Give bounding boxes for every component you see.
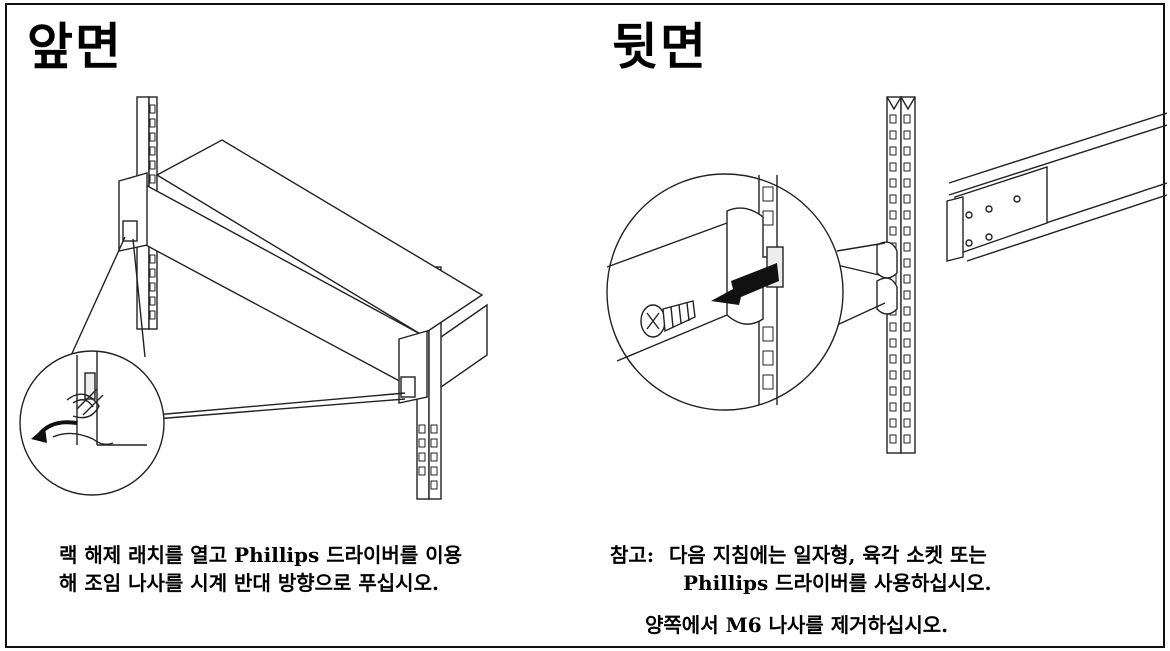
m6-screw — [640, 300, 696, 338]
note-line-2: Phillips 드라이버를 사용하십시오. — [683, 571, 992, 595]
removal-arrow — [711, 263, 779, 305]
front-server-chassis — [118, 139, 488, 404]
rear-slide-rail — [946, 112, 1167, 262]
front-callout-lines — [68, 236, 406, 420]
rear-view-drawing — [606, 95, 1167, 454]
note-line-1: 다음 지침에는 일자형, 육각 소켓 또는 — [669, 543, 987, 567]
note-label: 참고: — [610, 543, 655, 567]
rear-callout-lines — [836, 242, 886, 326]
front-heading: 앞면 — [27, 18, 123, 76]
illustration-frame: 앞면 뒷면 — [5, 3, 1167, 648]
rear-zoom-circle — [606, 173, 844, 411]
rear-heading: 뒷면 — [612, 18, 708, 76]
front-zoom-circle — [19, 350, 165, 496]
front-view-drawing — [19, 96, 488, 500]
front-caption-line-2: 해 조임 나사를 시계 반대 방향으로 푸십시오. — [59, 571, 439, 595]
rack-illustration — [19, 95, 1167, 500]
front-caption-line-1: 랙 해제 래치를 열고 Phillips 드라이버를 이용 — [59, 543, 462, 567]
rear-rack-post — [876, 95, 916, 454]
rear-instruction: 양쪽에서 M6 나사를 제거하십시오. — [645, 613, 949, 637]
